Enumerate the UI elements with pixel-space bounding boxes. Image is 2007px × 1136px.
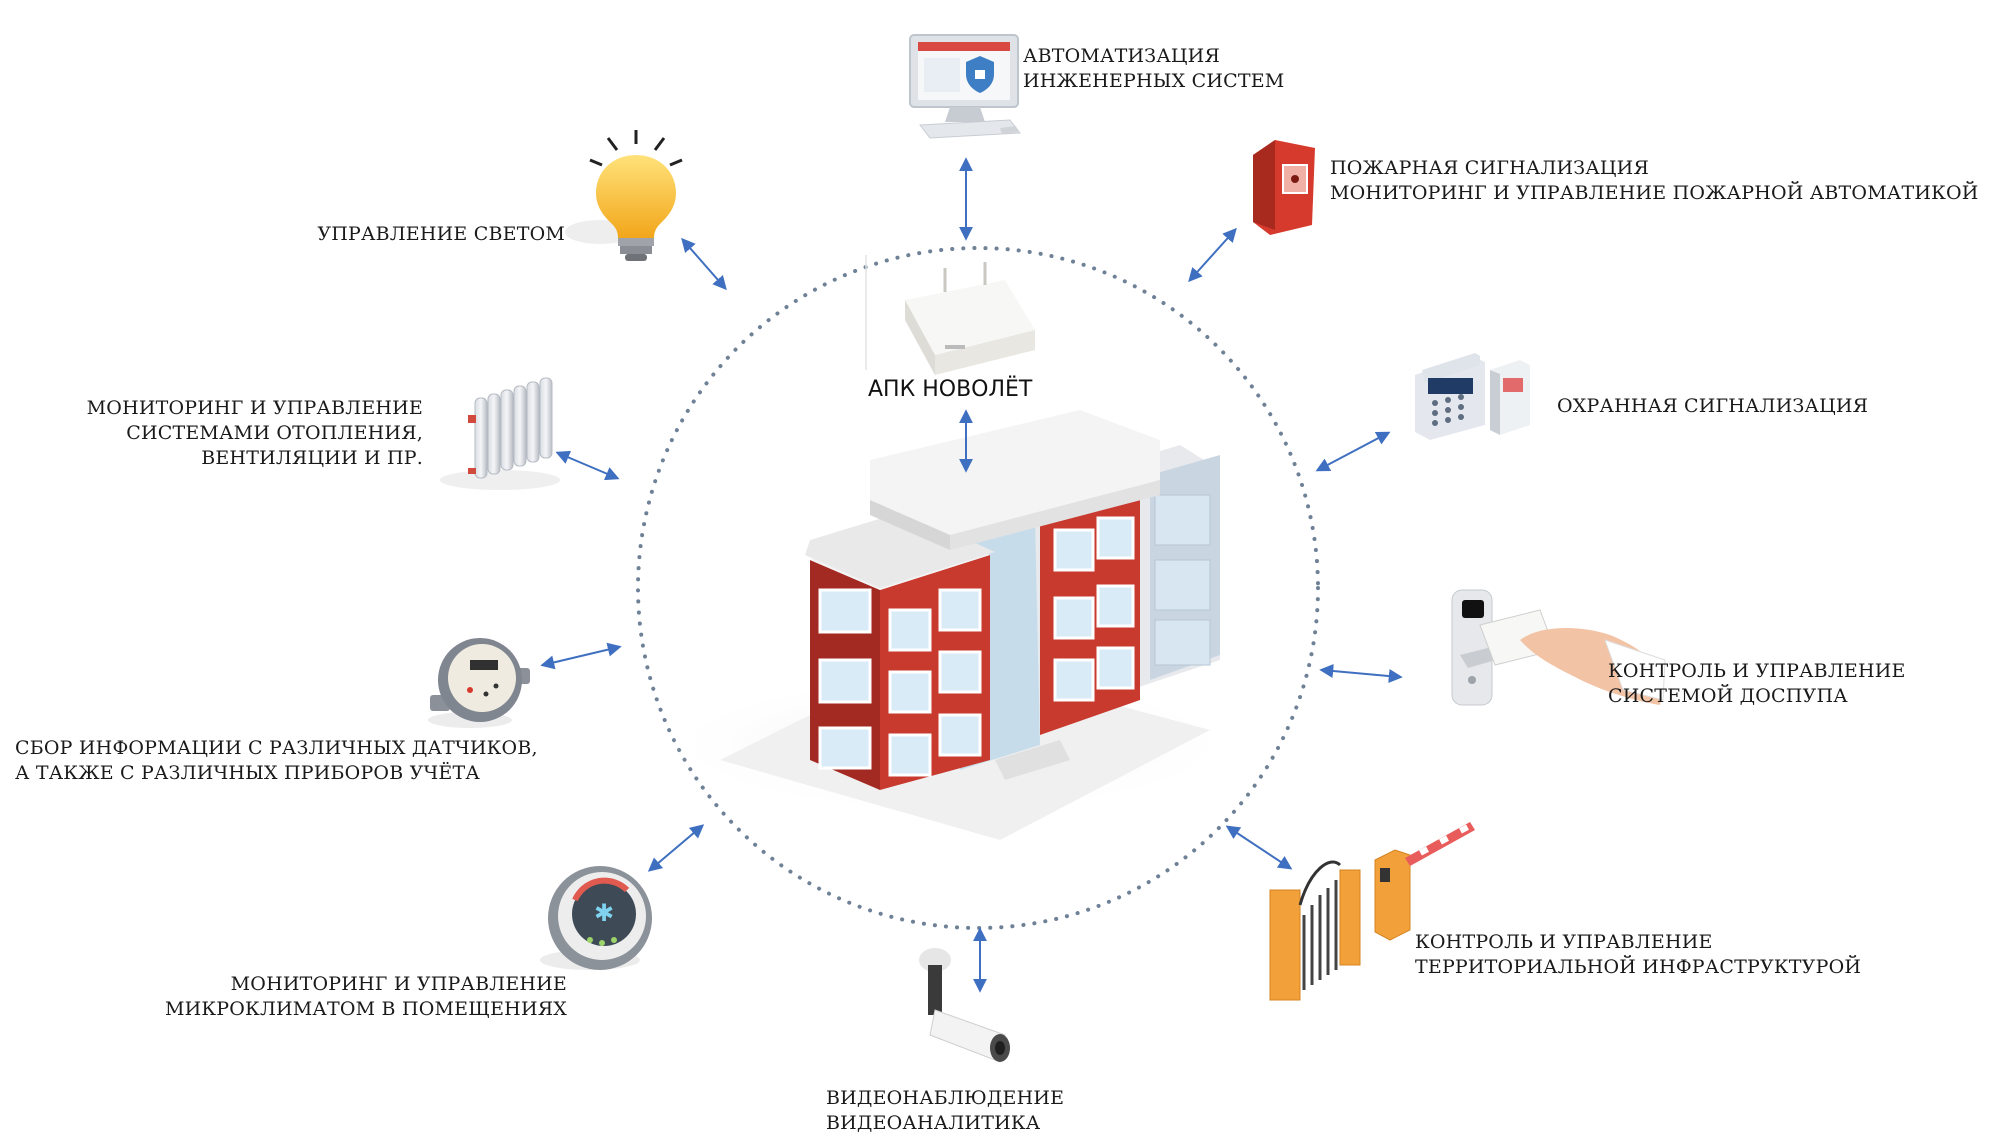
barrier-gate-icon <box>1269 822 1475 1001</box>
label-line: МОНИТОРИНГ И УПРАВЛЕНИЕ <box>86 397 423 419</box>
label-automation: АВТОМАТИЗАЦИЯ ИНЖЕНЕРНЫХ СИСТЕМ <box>1023 44 1284 94</box>
building-illustration <box>660 400 1240 840</box>
label-line: ВИДЕОНАБЛЮДЕНИЕ <box>826 1087 1065 1109</box>
label-line: СИСТЕМАМИ ОТОПЛЕНИЯ, <box>126 422 423 444</box>
label-line: КОНТРОЛЬ И УПРАВЛЕНИЕ <box>1415 931 1713 953</box>
label-line: А ТАКЖЕ С РАЗЛИЧНЫХ ПРИБОРОВ УЧЁТА <box>15 762 480 784</box>
computer-monitor-icon <box>909 34 1021 139</box>
hub-label: АПК НОВОЛЁТ <box>868 377 1033 402</box>
arrow-light <box>681 237 727 291</box>
label-line: СБОР ИНФОРМАЦИИ С РАЗЛИЧНЫХ ДАТЧИКОВ, <box>15 737 538 759</box>
label-sensors: СБОР ИНФОРМАЦИИ С РАЗЛИЧНЫХ ДАТЧИКОВ, А … <box>15 736 538 786</box>
svg-text:✱: ✱ <box>594 899 614 927</box>
label-fire: ПОЖАРНАЯ СИГНАЛИЗАЦИЯ МОНИТОРИНГ И УПРАВ… <box>1330 156 1979 206</box>
light-bulb-icon <box>565 130 683 261</box>
label-line: ВИДЕОАНАЛИТИКА <box>826 1112 1041 1134</box>
label-climate: МОНИТОРИНГ И УПРАВЛЕНИЕ МИКРОКЛИМАТОМ В … <box>165 972 567 1022</box>
connection-arrows <box>540 157 1403 993</box>
label-line: ОХРАННАЯ СИГНАЛИЗАЦИЯ <box>1557 395 1869 417</box>
hub-device-icon <box>865 255 1035 375</box>
arrow-heating <box>555 450 620 481</box>
label-heating: МОНИТОРИНГ И УПРАВЛЕНИЕ СИСТЕМАМИ ОТОПЛЕ… <box>87 396 423 471</box>
arrow-security <box>1315 431 1391 472</box>
fire-alarm-icon <box>1253 140 1315 235</box>
label-access: КОНТРОЛЬ И УПРАВЛЕНИЕ СИСТЕМОЙ ДОСПУПА <box>1608 659 1906 709</box>
label-line: УПРАВЛЕНИЕ СВЕТОМ <box>317 223 565 245</box>
cctv-camera-icon <box>919 948 1010 1063</box>
label-line: МОНИТОРИНГ И УПРАВЛЕНИЕ ПОЖАРНОЙ АВТОМАТ… <box>1330 182 1979 204</box>
label-line: МИКРОКЛИМАТОМ В ПОМЕЩЕНИЯХ <box>164 998 567 1020</box>
label-line: ПОЖАРНАЯ СИГНАЛИЗАЦИЯ <box>1330 157 1649 179</box>
label-video: ВИДЕОНАБЛЮДЕНИЕ ВИДЕОАНАЛИТИКА <box>826 1086 1064 1136</box>
security-keypad-icon <box>1415 353 1530 440</box>
label-line: КОНТРОЛЬ И УПРАВЛЕНИЕ <box>1608 660 1906 682</box>
meter-icon <box>428 638 530 728</box>
label-line: АВТОМАТИЗАЦИЯ <box>1023 45 1220 67</box>
label-line: ВЕНТИЛЯЦИИ И ПР. <box>201 447 423 469</box>
arrow-fire <box>1188 227 1237 283</box>
label-territory: КОНТРОЛЬ И УПРАВЛЕНИЕ ТЕРРИТОРИАЛЬНОЙ ИН… <box>1415 930 1861 980</box>
label-line: ИНЖЕНЕРНЫХ СИСТЕМ <box>1023 70 1285 92</box>
card-reader-icon <box>1451 589 1666 706</box>
arrow-territory <box>1225 825 1293 870</box>
label-line: МОНИТОРИНГ И УПРАВЛЕНИЕ <box>230 973 567 995</box>
label-light: УПРАВЛЕНИЕ СВЕТОМ <box>317 222 565 247</box>
label-line: СИСТЕМОЙ ДОСПУПА <box>1608 685 1848 707</box>
label-security: ОХРАННАЯ СИГНАЛИЗАЦИЯ <box>1557 394 1868 419</box>
arrow-sensors <box>540 642 622 670</box>
thermostat-icon: ✱ <box>540 866 652 970</box>
radiator-icon <box>440 377 560 490</box>
label-line: ТЕРРИТОРИАЛЬНОЙ ИНФРАСТРУКТУРОЙ <box>1415 956 1862 978</box>
arrow-climate <box>647 824 705 872</box>
arrow-access <box>1319 664 1403 683</box>
